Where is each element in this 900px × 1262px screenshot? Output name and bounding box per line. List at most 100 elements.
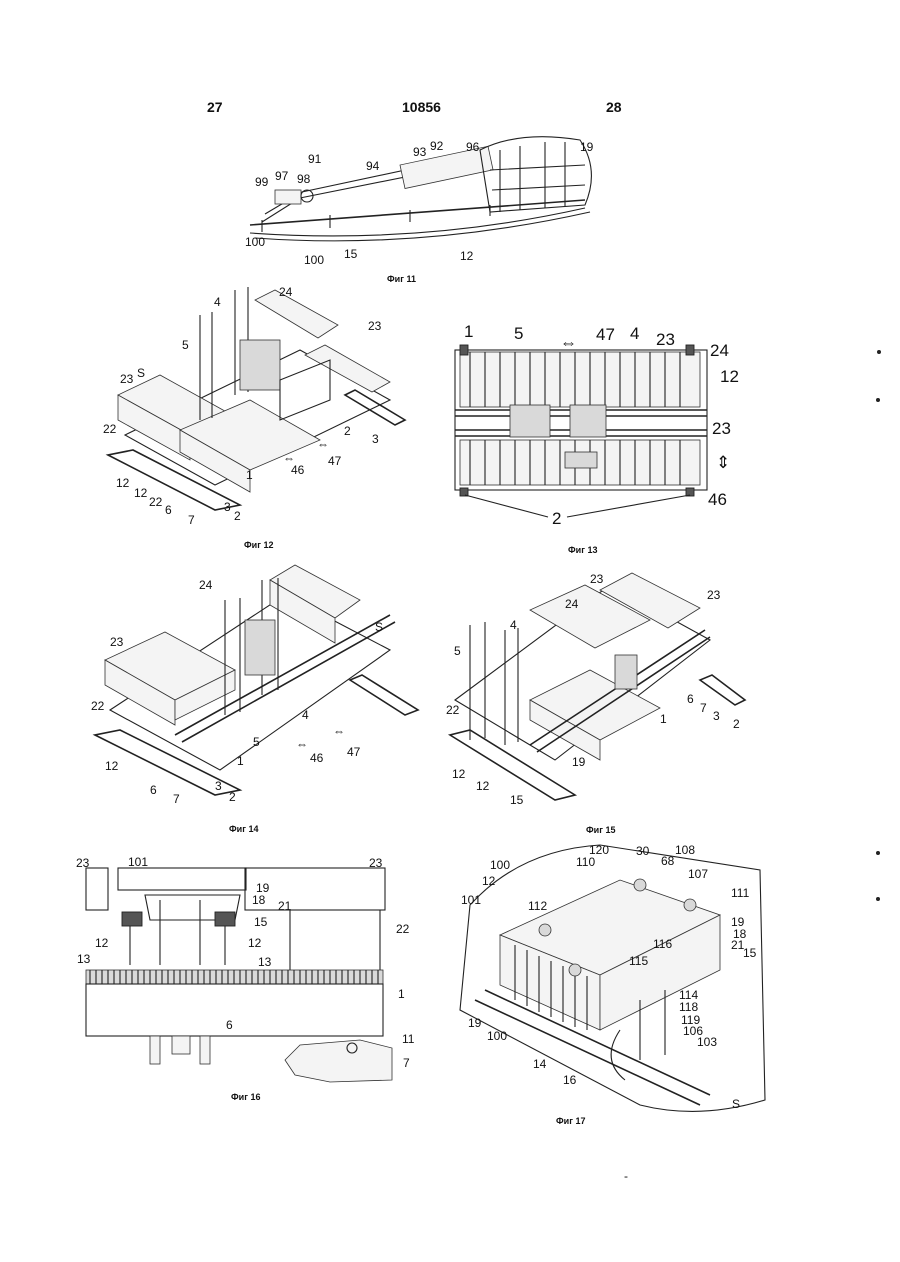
fig14-label: 7	[173, 792, 180, 806]
fig15-label: 23	[590, 572, 604, 586]
fig15-label: 12	[476, 779, 490, 793]
fig16-label: 13	[77, 952, 91, 966]
footer-mark: -	[624, 1169, 628, 1183]
fig16-label: 12	[248, 936, 262, 950]
margin-dot	[877, 350, 881, 354]
fig15-label: 3	[713, 709, 720, 723]
figure-11: 91 94 92 93 96 19 99 97 98 100 100 15 12…	[245, 137, 594, 284]
fig17-label: 68	[661, 854, 675, 868]
fig14-label: 24	[199, 578, 213, 592]
fig15-label: 2	[733, 717, 740, 731]
fig13-drawing	[455, 345, 707, 517]
fig15-label: 1	[660, 712, 667, 726]
fig11-label: 99	[255, 175, 269, 189]
fig12-arrow-47: ⇔	[317, 437, 329, 451]
fig12-caption: Фиг 12	[244, 540, 273, 550]
fig17-drawing	[460, 845, 765, 1111]
fig17-label: 118	[679, 1000, 698, 1014]
fig16-label: 21	[278, 899, 292, 913]
fig11-label: 100	[304, 253, 324, 267]
fig15-label: 22	[446, 703, 460, 717]
fig15-label: 6	[687, 692, 694, 706]
fig16-label: 101	[128, 855, 148, 869]
fig12-label: S	[137, 366, 145, 380]
fig17-label: 14	[533, 1057, 547, 1071]
fig15-label: 24	[565, 597, 579, 611]
fig11-label: 100	[245, 235, 265, 249]
fig17-label: 116	[653, 937, 672, 951]
fig16-label: 1	[398, 987, 405, 1001]
fig13-label: 4	[630, 324, 639, 343]
fig15-label: 7	[700, 701, 707, 715]
fig12-label: 3	[372, 432, 379, 446]
fig11-label: 98	[297, 172, 311, 186]
fig17-label: S	[732, 1097, 740, 1111]
fig11-label: 91	[308, 152, 322, 166]
fig14-caption: Фиг 14	[229, 824, 258, 834]
fig12-label: 5	[182, 338, 189, 352]
fig14-arrow-47: ⇔	[333, 724, 345, 738]
fig12-label: 2	[234, 509, 241, 523]
fig11-label: 97	[275, 169, 289, 183]
fig14-label: 1	[237, 754, 244, 768]
fig14-label: 22	[91, 699, 105, 713]
fig14-label: S	[375, 620, 383, 634]
fig13-label: 23	[656, 330, 675, 349]
fig14-label: 4	[302, 708, 309, 722]
margin-dot	[876, 851, 880, 855]
fig13-arrow-47: ⇔	[560, 333, 577, 352]
fig17-label: 107	[688, 867, 708, 881]
fig17-label: 108	[675, 843, 695, 857]
fig12-label: 46	[291, 463, 305, 477]
fig14-label: 2	[229, 790, 236, 804]
fig16-label: 13	[258, 955, 272, 969]
fig15-label: 4	[510, 618, 517, 632]
fig13-label: 23	[712, 419, 731, 438]
fig14-label: 46	[310, 751, 324, 765]
fig17-label: 101	[461, 893, 481, 907]
fig13-arrow-46: ⇕	[716, 453, 730, 472]
fig15-label: 5	[454, 644, 461, 658]
margin-dot	[876, 398, 880, 402]
fig11-label: 19	[580, 140, 594, 154]
fig17-label: 100	[490, 858, 510, 872]
fig13-label: 47	[596, 325, 615, 344]
fig16-caption: Фиг 16	[231, 1092, 260, 1102]
fig16-label: 6	[226, 1018, 233, 1032]
fig14-label: 6	[150, 783, 157, 797]
fig15-label: 12	[452, 767, 466, 781]
fig17-label: 110	[576, 855, 595, 869]
fig17-label: 19	[468, 1016, 482, 1030]
fig13-caption: Фиг 13	[568, 545, 597, 555]
fig11-label: 92	[430, 139, 444, 153]
fig17-label: 111	[731, 886, 750, 900]
fig11-label: 15	[344, 247, 358, 261]
fig12-arrow-46: ⇔	[283, 451, 295, 465]
fig13-label: 46	[708, 490, 727, 509]
fig12-label: 22	[149, 495, 163, 509]
fig12-label: 23	[368, 319, 382, 333]
fig17-label: 112	[528, 899, 547, 913]
fig17-label: 30	[636, 844, 650, 858]
fig12-label: 3	[224, 500, 231, 514]
fig15-label: 23	[707, 588, 721, 602]
fig11-caption: Фиг 11	[387, 274, 416, 284]
figure-12: 4 24 23 5 23 S 22 12 12 22 6 7 3 2 1 46 …	[103, 285, 405, 550]
fig11-label: 96	[466, 140, 480, 154]
fig11-label: 94	[366, 159, 380, 173]
fig11-label: 93	[413, 145, 427, 159]
fig14-labels: 24 23 S 22 4 5 1 46 47 12 6 7 3 2 ⇔ ⇔ Фи…	[91, 578, 383, 834]
fig17-label: 103	[697, 1035, 717, 1049]
margin-dot	[876, 897, 880, 901]
fig13-label: 24	[710, 341, 729, 360]
fig17-label: 12	[482, 874, 496, 888]
figure-17: 120 30 108 100 110 68 107 12 111 101 112…	[460, 843, 765, 1126]
fig12-label: 24	[279, 285, 293, 299]
fig12-label: 23	[120, 372, 134, 386]
fig12-label: 7	[188, 513, 195, 527]
fig13-label: 5	[514, 324, 523, 343]
figure-14: 24 23 S 22 4 5 1 46 47 12 6 7 3 2 ⇔ ⇔ Фи…	[91, 565, 418, 834]
fig13-label: 2	[552, 509, 561, 528]
fig17-label: 16	[563, 1073, 577, 1087]
